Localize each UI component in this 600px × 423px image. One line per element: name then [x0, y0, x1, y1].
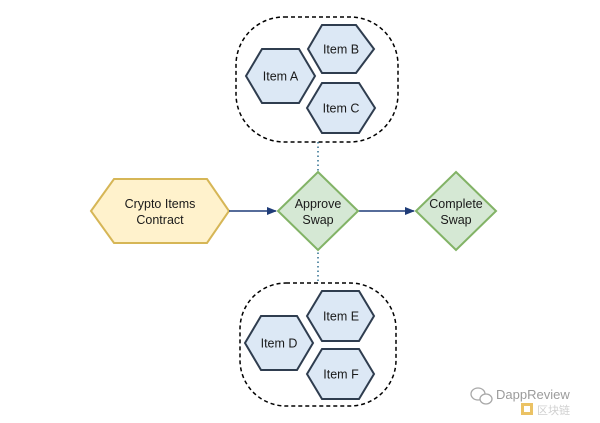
complete-swap-diamond[interactable]: Complete Swap	[414, 170, 498, 252]
item-a-label: Item A	[263, 70, 299, 84]
approve-label-line1: Approve	[295, 197, 342, 211]
watermark-subtitle: 区块链	[537, 403, 570, 417]
item-d-label: Item D	[261, 337, 298, 351]
watermark-brand: DappReview	[496, 387, 570, 402]
item-f-label: Item F	[323, 368, 359, 382]
item-d-hexagon[interactable]: Item D	[243, 315, 315, 371]
item-b-hexagon[interactable]: Item B	[306, 24, 376, 74]
item-f-hexagon[interactable]: Item F	[305, 348, 376, 400]
crypto-items-contract-hexagon[interactable]: Crypto Items Contract	[89, 178, 231, 244]
wechat-icon	[470, 387, 493, 405]
complete-label-line1: Complete	[429, 197, 483, 211]
approve-label-line2: Swap	[302, 213, 333, 227]
top-item-group	[235, 16, 399, 143]
item-e-hexagon[interactable]: Item E	[305, 290, 376, 342]
item-c-hexagon[interactable]: Item C	[305, 82, 377, 134]
item-a-hexagon[interactable]: Item A	[244, 48, 317, 104]
watermark-logo-icon	[521, 403, 533, 415]
item-c-label: Item C	[323, 102, 360, 116]
item-e-label: Item E	[323, 310, 359, 324]
contract-label-line2: Contract	[136, 213, 184, 227]
contract-label-line1: Crypto Items	[125, 197, 196, 211]
approve-swap-diamond[interactable]: Approve Swap	[276, 170, 360, 252]
wechat-watermark: DappReview 区块链	[470, 387, 570, 417]
item-b-label: Item B	[323, 43, 359, 57]
complete-label-line2: Swap	[440, 213, 471, 227]
bottom-item-group	[239, 282, 397, 407]
